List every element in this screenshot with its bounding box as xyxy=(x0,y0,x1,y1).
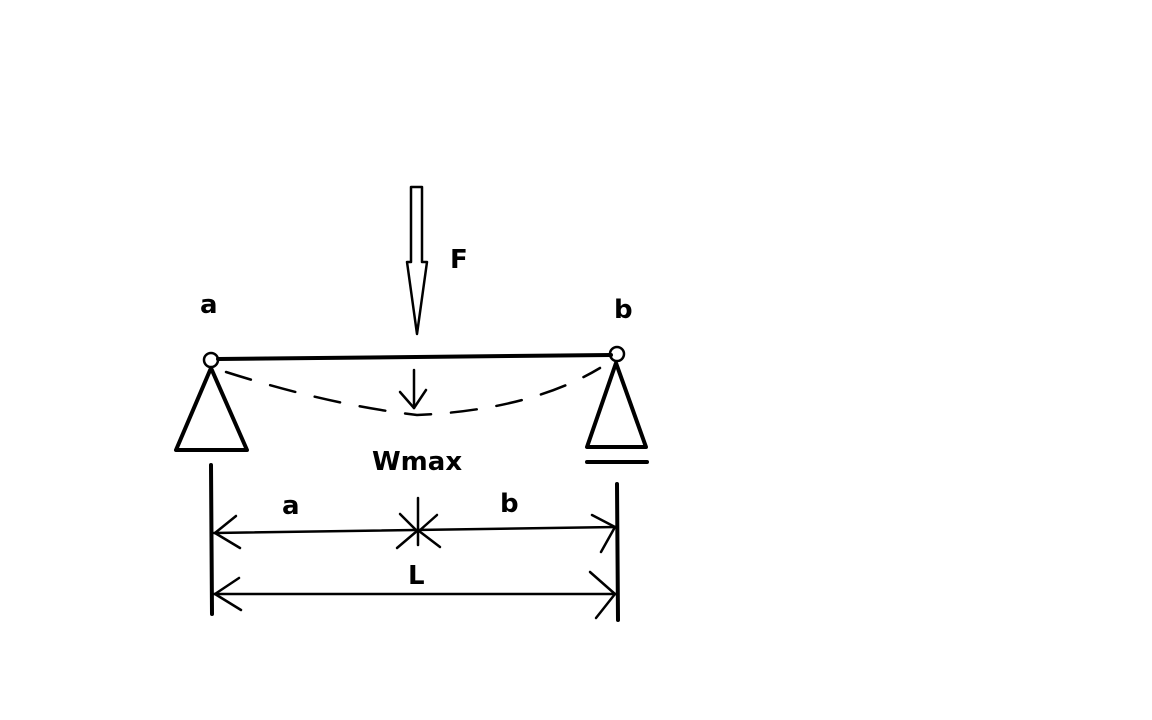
right-support-triangle-icon xyxy=(585,361,648,449)
right-pin-icon xyxy=(608,345,626,363)
beam xyxy=(216,353,613,361)
deflection-arrow-head-icon xyxy=(398,388,428,410)
span-total-label: L xyxy=(408,561,425,591)
dim-b-right-arrow-icon xyxy=(590,513,617,554)
force-label: F xyxy=(450,245,468,275)
dim-l-right-arrow-icon xyxy=(588,570,617,620)
deflection-curve xyxy=(224,366,602,417)
deflection-label: Wmax xyxy=(372,447,462,477)
dim-b-left-arrow-icon xyxy=(417,513,442,549)
dim-a-left-arrow-icon xyxy=(213,514,242,550)
span-a-label: a xyxy=(282,491,300,521)
span-b-label: b xyxy=(500,489,519,519)
force-arrow xyxy=(405,185,429,336)
left-support-label: a xyxy=(200,290,218,320)
dim-l-left-arrow-icon xyxy=(213,576,243,612)
left-pin-icon xyxy=(202,351,220,369)
right-extension-line xyxy=(615,482,620,622)
right-support-label: b xyxy=(614,295,633,325)
left-support-triangle-icon xyxy=(174,366,249,452)
left-extension-line xyxy=(209,463,214,616)
dim-a-right-arrow-icon xyxy=(395,512,419,550)
